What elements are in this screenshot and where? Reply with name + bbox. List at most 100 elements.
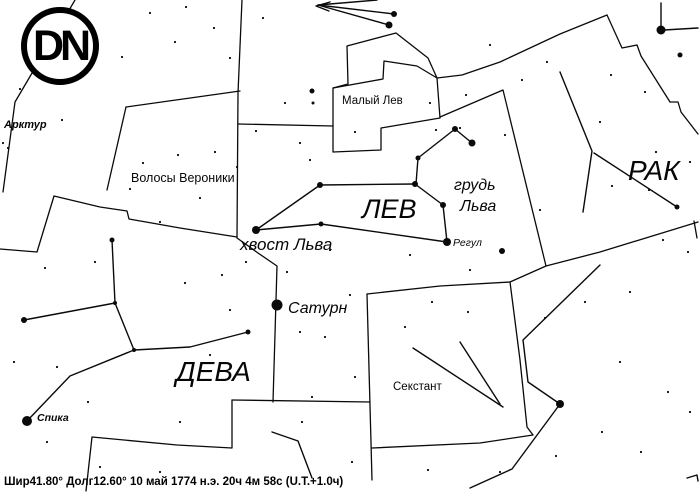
constellation-label: Малый Лев bbox=[342, 95, 403, 107]
virgo-star[interactable] bbox=[113, 301, 117, 305]
leo-star[interactable] bbox=[415, 155, 421, 161]
constellation-line bbox=[111, 239, 116, 304]
field-star bbox=[184, 5, 188, 9]
object-label: Льва bbox=[459, 198, 496, 215]
constellation-line bbox=[23, 302, 116, 321]
constellation-line bbox=[522, 264, 601, 405]
field-star bbox=[6, 146, 10, 150]
sextans-south-star[interactable] bbox=[556, 400, 564, 408]
leo-star[interactable] bbox=[452, 126, 458, 132]
field-star bbox=[610, 184, 614, 188]
leo-star[interactable] bbox=[440, 202, 446, 208]
field-star bbox=[45, 440, 49, 444]
virgo-star[interactable] bbox=[109, 237, 115, 243]
field-star bbox=[618, 360, 622, 364]
virgo-star[interactable] bbox=[132, 348, 136, 352]
field-star bbox=[543, 316, 547, 320]
cancer-bright-star[interactable] bbox=[656, 25, 666, 35]
field-star bbox=[458, 126, 462, 130]
field-star bbox=[498, 470, 502, 474]
leo-star[interactable] bbox=[412, 181, 418, 187]
app-logo-text: DN bbox=[32, 21, 91, 70]
constellation-line bbox=[593, 152, 678, 208]
virgo-star[interactable] bbox=[245, 329, 251, 335]
constellation-line bbox=[26, 349, 135, 422]
field-star bbox=[353, 130, 357, 134]
field-star bbox=[212, 26, 216, 30]
field-star bbox=[43, 266, 47, 270]
boundary-line bbox=[436, 14, 608, 79]
cancer-star[interactable] bbox=[677, 52, 683, 58]
ursa-star[interactable] bbox=[385, 21, 393, 29]
leo-minor-star[interactable] bbox=[311, 101, 315, 105]
boundary-line bbox=[439, 89, 547, 267]
field-star bbox=[350, 460, 354, 464]
spica-star[interactable] bbox=[22, 416, 32, 426]
saturn-marker[interactable] bbox=[271, 299, 283, 311]
constellation-line bbox=[469, 403, 561, 489]
field-star bbox=[298, 330, 302, 334]
boundary-line bbox=[693, 220, 698, 239]
constellation-line bbox=[559, 71, 593, 213]
ursa-star[interactable] bbox=[391, 11, 397, 17]
leo-minor-star[interactable] bbox=[309, 88, 315, 94]
boundary-line bbox=[366, 293, 373, 481]
field-star bbox=[12, 360, 16, 364]
cancer-star[interactable] bbox=[674, 204, 680, 210]
object-label: грудь bbox=[454, 177, 496, 194]
app-logo: DN bbox=[21, 7, 99, 85]
field-star bbox=[609, 73, 613, 77]
field-star bbox=[158, 220, 162, 224]
constellation-labels: ЛЕВ РАК ДЕВА Волосы Вероники Малый ЛевСекста… bbox=[131, 95, 681, 393]
field-star bbox=[158, 470, 162, 474]
boundary-line bbox=[509, 221, 699, 283]
leo-star[interactable] bbox=[317, 182, 323, 188]
object-label: Спика bbox=[37, 412, 69, 424]
field-star bbox=[55, 365, 59, 369]
constellation-label: РАК bbox=[628, 155, 681, 186]
field-star bbox=[261, 16, 265, 20]
constellation-label: ДЕВА bbox=[173, 356, 251, 387]
constellation-label: Волосы Вероники bbox=[131, 171, 235, 185]
field-star bbox=[520, 78, 524, 82]
boundary-line bbox=[332, 60, 441, 153]
object-label: Регул bbox=[453, 237, 482, 249]
constellation-line bbox=[412, 347, 504, 408]
constellation-line bbox=[459, 341, 501, 405]
constellation-line bbox=[133, 331, 249, 351]
boundary-line bbox=[606, 14, 699, 135]
field-star bbox=[128, 187, 132, 191]
boundary-line bbox=[332, 32, 438, 89]
object-label: хвост Льва bbox=[239, 235, 332, 254]
field-star bbox=[654, 150, 658, 154]
field-star bbox=[647, 188, 651, 192]
leo-star[interactable] bbox=[468, 139, 476, 147]
boundary-line bbox=[366, 281, 511, 295]
leo-tail-star[interactable] bbox=[252, 226, 260, 234]
field-star bbox=[300, 420, 304, 424]
constellation-figures bbox=[23, 0, 699, 489]
constellation-line bbox=[414, 183, 448, 243]
field-star bbox=[639, 450, 643, 454]
constellation-label: Секстант bbox=[393, 381, 442, 393]
field-star bbox=[18, 87, 22, 91]
virgo-star[interactable] bbox=[21, 317, 27, 323]
field-star bbox=[600, 430, 604, 434]
field-star bbox=[178, 420, 182, 424]
field-star bbox=[468, 268, 472, 272]
boundary-line bbox=[371, 434, 534, 449]
field-star bbox=[285, 270, 289, 274]
status-bar-text: Шир41.80° Долг12.60° 10 май 1774 н.э. 20… bbox=[4, 476, 344, 488]
field-star bbox=[183, 281, 187, 285]
leo-star[interactable] bbox=[499, 248, 505, 254]
constellation-line bbox=[663, 27, 699, 31]
boundary-line bbox=[236, 0, 278, 403]
field-star bbox=[643, 90, 647, 94]
field-star bbox=[353, 375, 357, 379]
regulus-star[interactable] bbox=[443, 238, 451, 246]
constellation-label: ЛЕВ bbox=[360, 194, 417, 224]
constellation-line bbox=[271, 431, 313, 479]
leo-star[interactable] bbox=[318, 221, 324, 227]
